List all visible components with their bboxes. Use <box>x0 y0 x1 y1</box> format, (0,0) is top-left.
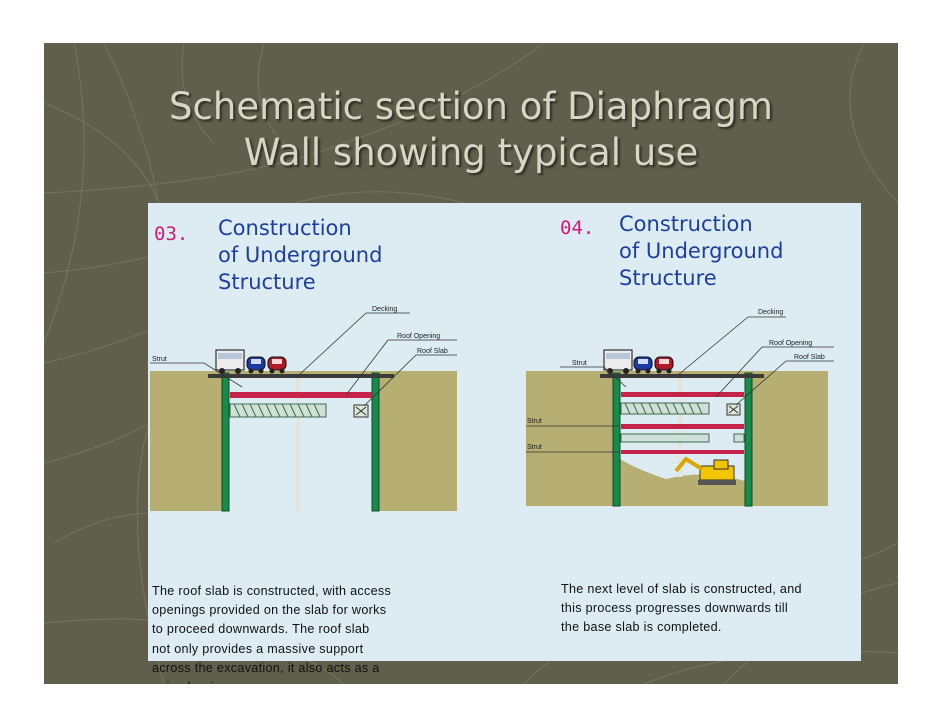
diagram-step-04: Decking Roof Opening Roof Slab Strut Str… <box>526 309 834 507</box>
car-icon <box>633 356 653 374</box>
diagram-step-03: Decking Roof Opening Roof Slab Strut <box>150 306 457 512</box>
label-strut-mid-2: Strut <box>527 444 542 451</box>
diaphragm-wall-left <box>612 372 621 507</box>
slide-title-line-2: Wall showing typical use <box>243 131 699 174</box>
label-decking: Decking <box>758 309 783 316</box>
slide-title-line-1: Schematic section of Diaphragm <box>169 85 773 128</box>
illustration-panel: 03. Construction of Underground Structur… <box>148 203 861 684</box>
king-post <box>296 377 300 511</box>
car-icon <box>246 356 266 374</box>
caption-step-04: The next level of slab is constructed, a… <box>561 582 802 635</box>
label-roof-opening: Roof Opening <box>769 340 812 347</box>
strut-level-3 <box>621 450 744 454</box>
caption-step-03: The roof slab is constructed, with acces… <box>152 584 392 684</box>
car-icon <box>654 356 674 374</box>
excavator-icon <box>674 456 736 485</box>
label-roof-opening: Roof Opening <box>397 333 440 340</box>
step-number-04: 04. <box>560 217 595 239</box>
truck-icon <box>603 349 633 374</box>
label-strut: Strut <box>152 356 167 363</box>
car-icon <box>267 356 287 374</box>
step-title-03: Construction of Underground Structure <box>218 216 383 294</box>
decking <box>600 374 764 378</box>
diaphragm-wall-left <box>221 372 230 512</box>
label-strut-top: Strut <box>572 360 587 367</box>
slide: Schematic section of Diaphragm Wall show… <box>44 43 898 684</box>
roof-slab <box>621 392 744 397</box>
diaphragm-wall-right <box>744 372 753 507</box>
label-decking: Decking <box>372 306 397 313</box>
step-number-03: 03. <box>154 223 189 245</box>
diaphragm-wall-right <box>371 372 380 512</box>
strut-level-2 <box>621 424 744 429</box>
excavation <box>228 377 373 511</box>
label-roof-slab: Roof Slab <box>417 348 448 355</box>
decking <box>208 374 394 378</box>
hatched-slab-2 <box>620 433 710 443</box>
label-roof-slab: Roof Slab <box>794 354 825 361</box>
step-title-04: Construction of Underground Structure <box>619 212 784 290</box>
roof-slab <box>230 392 372 398</box>
truck-icon <box>215 349 245 374</box>
label-strut-mid-1: Strut <box>527 418 542 425</box>
